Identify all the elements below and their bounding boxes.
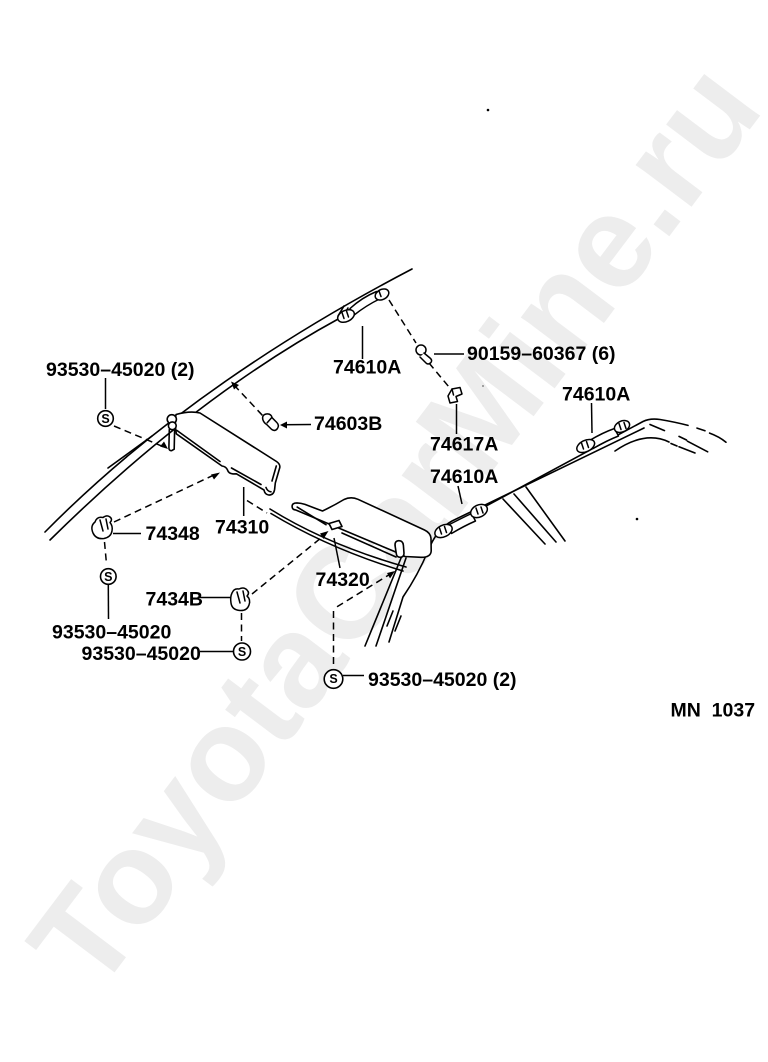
svg-text:93530–45020: 93530–45020	[52, 622, 171, 644]
svg-text:74610A: 74610A	[430, 466, 498, 488]
svg-text:74617A: 74617A	[430, 434, 498, 456]
svg-text:74310: 74310	[215, 517, 269, 539]
svg-text:S: S	[101, 412, 109, 426]
svg-text:74348: 74348	[146, 523, 200, 545]
svg-text:74610A: 74610A	[562, 384, 630, 406]
svg-text:74603B: 74603B	[314, 413, 382, 435]
svg-text:93530–45020 (2): 93530–45020 (2)	[368, 669, 517, 691]
svg-text:74320: 74320	[316, 569, 370, 591]
svg-text:93530–45020 (2): 93530–45020 (2)	[46, 359, 195, 381]
svg-text:90159–60367 (6): 90159–60367 (6)	[467, 343, 616, 365]
svg-text:MN 1037: MN 1037	[671, 700, 756, 722]
svg-text:S: S	[329, 672, 337, 686]
svg-text:7434B: 7434B	[146, 589, 203, 611]
svg-text:S: S	[238, 645, 246, 659]
svg-text:93530–45020: 93530–45020	[82, 643, 201, 665]
svg-text:S: S	[104, 570, 112, 584]
svg-text:74610A: 74610A	[333, 357, 401, 379]
